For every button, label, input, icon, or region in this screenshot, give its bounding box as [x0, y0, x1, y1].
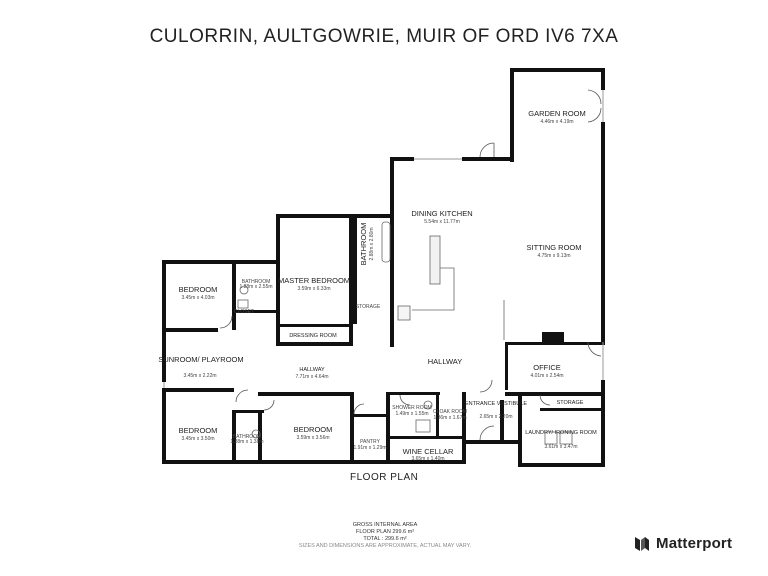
- sitting-room-name: SITTING ROOM: [527, 243, 582, 252]
- garden-room-dim: 4.46m x 4.19m: [540, 119, 573, 125]
- brand-logo: Matterport: [633, 534, 732, 552]
- bathroom-small-2-dim: 1.88m x 1.38m: [230, 439, 263, 445]
- bedroom-3-dim: 3.59m x 3.56m: [296, 435, 329, 441]
- pantry-dim: 1.91m x 1.29m: [353, 445, 386, 451]
- room-labels: GARDEN ROOM 4.46m x 4.19m DINING KITCHEN…: [158, 109, 597, 462]
- dressing-room-name: DRESSING ROOM: [289, 333, 337, 339]
- bathroom-small-1-name: BATHROOM: [242, 279, 271, 285]
- master-bedroom-dim: 3.59m x 6.33m: [297, 286, 330, 292]
- sitting-room-dim: 4.75m x 9.13m: [537, 253, 570, 259]
- dining-kitchen-name: DINING KITCHEN: [411, 209, 472, 218]
- master-bedroom-name: MASTER BEDROOM: [278, 276, 350, 285]
- wine-cellar-name: WINE CELLAR: [403, 447, 454, 456]
- hallway-1-dim: 7.71m x 4.64m: [295, 374, 328, 380]
- hallway-1-name: HALLWAY: [299, 367, 325, 373]
- area-total: TOTAL : 299.6 m²: [363, 536, 407, 542]
- storage-1-name: STORAGE: [356, 304, 381, 310]
- brand-name: Matterport: [656, 534, 733, 552]
- bathroom-main-name: BATHROOM: [359, 223, 368, 266]
- area-disclaimer: SIZES AND DIMENSIONS ARE APPROXIMATE, AC…: [298, 543, 472, 549]
- laundry-dim: 3.61m x 3.47m: [544, 444, 577, 450]
- bathroom-main-dim: 2.88m x 2.80m: [369, 227, 375, 260]
- bathroom-small-1-dim: 1.88m x 2.55m: [239, 284, 272, 290]
- plan-title: CULORRIN, AULTGOWRIE, MUIR OF ORD IV6 7X…: [149, 26, 619, 47]
- shower-room-dim: 1.49m x 1.55m: [395, 411, 428, 417]
- bedroom-2-dim: 3.45m x 3.50m: [181, 436, 214, 442]
- vestibule-dim: 2.65m x 2.20m: [479, 414, 512, 420]
- storage-2-name: STORAGE: [557, 400, 584, 406]
- office-dim: 4.01m x 2.54m: [530, 373, 563, 379]
- floor-plan-label: FLOOR PLAN: [350, 472, 419, 483]
- fixtures: [237, 221, 573, 445]
- cloak-room-name: CLOAK ROOM: [433, 409, 467, 415]
- area-heading: GROSS INTERNAL AREA: [352, 522, 418, 528]
- area-floor-plan: FLOOR PLAN 299.6 m²: [355, 529, 415, 535]
- cloak-room-dim: 1.36m x 1.67m: [433, 415, 466, 421]
- pantry-name: PANTRY: [360, 439, 380, 445]
- sunroom-dim: 3.45m x 2.22m: [183, 373, 216, 379]
- door-swings: [219, 89, 602, 441]
- windows: [163, 90, 604, 388]
- fireplace: [542, 332, 564, 342]
- bedroom-1-name: BEDROOM: [179, 285, 218, 294]
- shower-room-name: SHOWER ROOM: [392, 405, 431, 411]
- bedroom-1-dim: 3.45m x 4.03m: [181, 295, 214, 301]
- wine-cellar-dim: 3.65m x 1.40m: [411, 456, 444, 462]
- walls: [162, 68, 605, 467]
- sunroom-name-line: SUNROOM/ PLAYROOM: [158, 355, 243, 364]
- bedroom-3-name: BEDROOM: [294, 425, 333, 434]
- laundry-name: LAUNDRY/ IRONING ROOM: [525, 430, 597, 436]
- hallway-2-name: HALLWAY: [428, 357, 462, 366]
- vestibule-name: ENTRANCE VESTIBULE: [465, 401, 527, 407]
- bathroom-small-2-name: BATHROOM: [233, 434, 262, 440]
- bedroom-2-name: BEDROOM: [179, 426, 218, 435]
- area-summary: GROSS INTERNAL AREA FLOOR PLAN 299.6 m² …: [290, 522, 480, 550]
- matterport-logo-icon: [635, 537, 649, 551]
- garden-room-name: GARDEN ROOM: [528, 109, 586, 118]
- dining-kitchen-dim: 5.54m x 11.77m: [424, 219, 459, 225]
- closet-name: CLOSET: [234, 309, 254, 315]
- office-name: OFFICE: [533, 363, 561, 372]
